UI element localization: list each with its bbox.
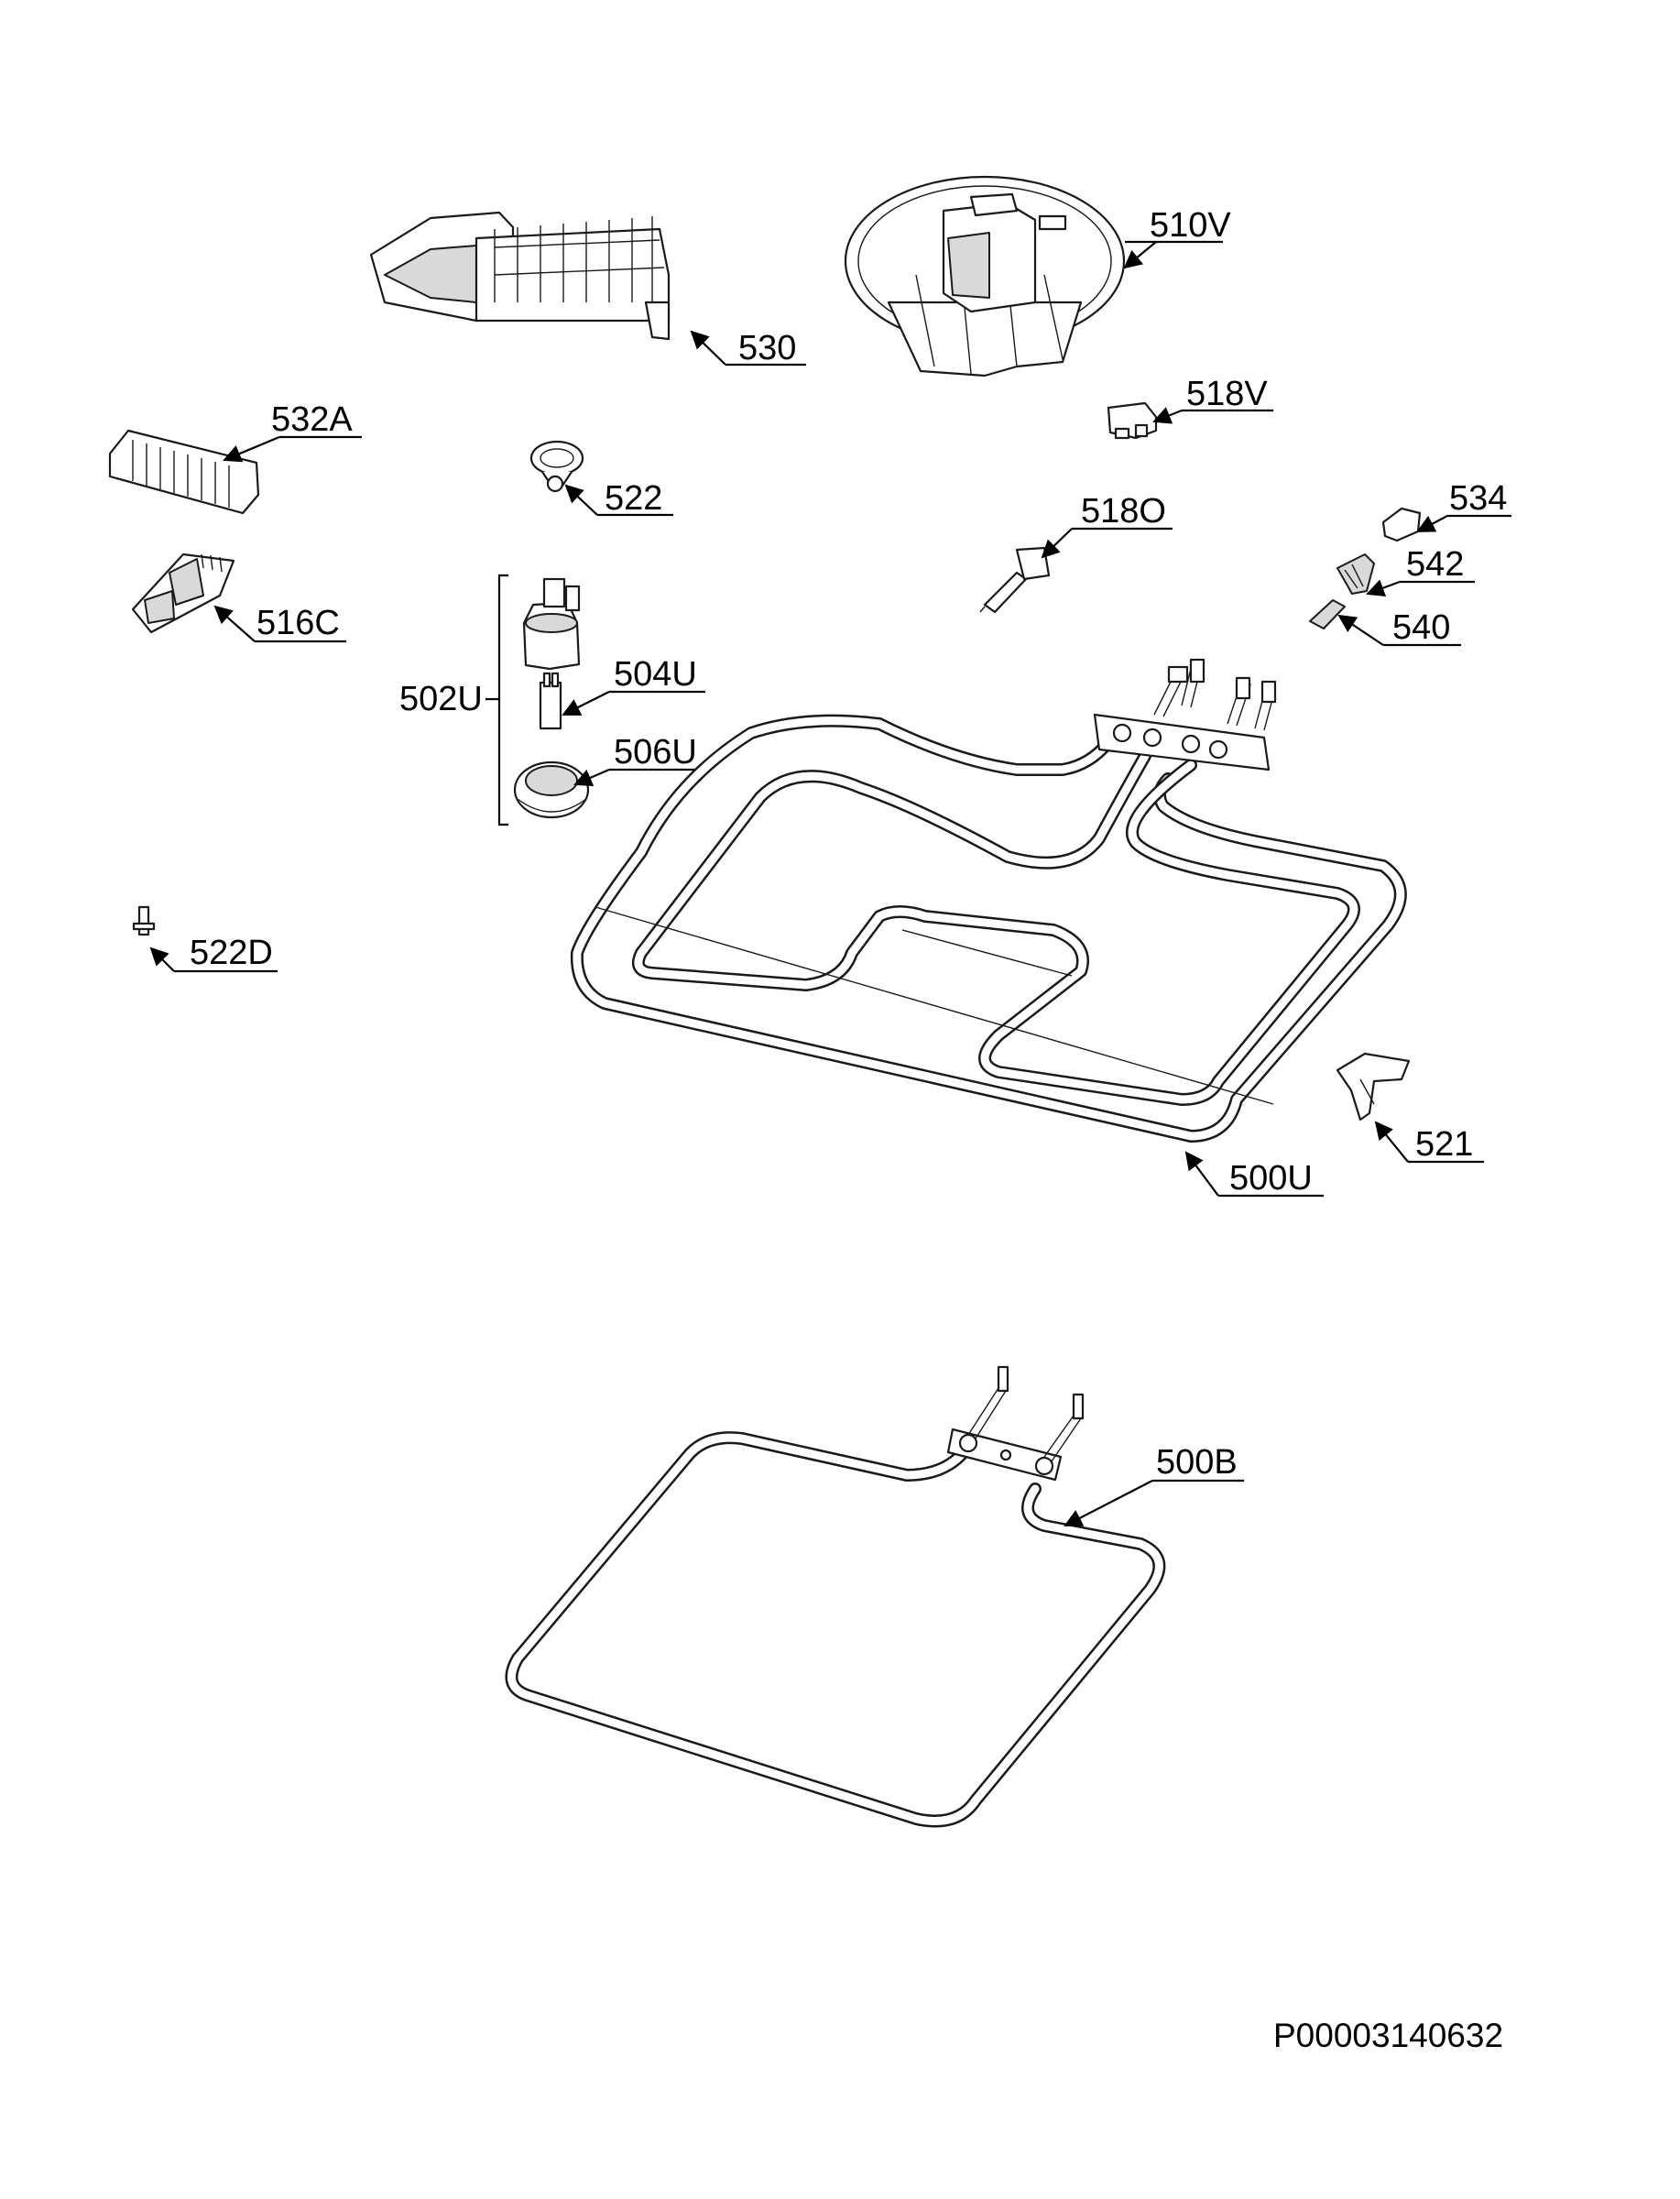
document-number: P00003140632	[1273, 2017, 1503, 2054]
leader-532A	[223, 435, 280, 463]
leader-506U	[573, 768, 610, 787]
part-522D-screw	[132, 905, 156, 936]
leader-522D	[149, 946, 175, 972]
leader-521	[1374, 1121, 1409, 1163]
part-534-lamp-bulb	[1381, 507, 1422, 542]
label-542: 542	[1406, 545, 1464, 584]
part-521-clip	[1336, 1052, 1411, 1121]
leader-542	[1366, 579, 1401, 597]
label-510V: 510V	[1150, 206, 1231, 245]
leader-540	[1337, 614, 1384, 646]
label-522D: 522D	[190, 934, 273, 972]
label-534: 534	[1449, 479, 1507, 518]
part-518O-sensor	[979, 546, 1051, 614]
label-530: 530	[738, 329, 796, 367]
part-510V-fan-motor	[844, 175, 1126, 377]
part-500U-grill-element	[570, 658, 1407, 1143]
part-540-lamp-glass	[1309, 599, 1346, 629]
leader-534	[1416, 515, 1448, 532]
label-521: 521	[1415, 1125, 1473, 1164]
label-518V: 518V	[1186, 375, 1268, 413]
label-500U: 500U	[1229, 1159, 1313, 1198]
part-516C-circuit-board	[131, 552, 235, 634]
leader-510V	[1123, 241, 1157, 269]
label-518O: 518O	[1081, 492, 1166, 531]
leader-518O	[1041, 528, 1073, 559]
label-506U: 506U	[614, 733, 697, 771]
label-540: 540	[1392, 608, 1450, 647]
label-532A: 532A	[271, 400, 353, 439]
label-502U: 502U	[399, 680, 483, 718]
part-500B-lower-element	[505, 1365, 1166, 1828]
label-504U: 504U	[614, 655, 697, 694]
leader-530	[690, 330, 726, 366]
leader-500U	[1184, 1151, 1219, 1197]
leader-516C	[213, 605, 256, 642]
part-522-clip	[529, 440, 584, 493]
part-530-terminal-block	[369, 211, 671, 341]
leader-504U	[562, 691, 610, 716]
bracket-502U	[485, 574, 508, 826]
part-518V-thermostat	[1107, 401, 1158, 440]
label-500B: 500B	[1156, 1443, 1238, 1482]
label-522: 522	[605, 479, 662, 518]
leader-518V	[1152, 407, 1183, 424]
part-542-lamp-cover	[1336, 553, 1375, 595]
part-506U-lamp-dome	[513, 760, 590, 819]
leader-500B	[1064, 1480, 1153, 1526]
part-532A-connector-strip	[108, 429, 260, 515]
label-516C: 516C	[256, 604, 340, 642]
part-504U-connector	[539, 672, 562, 730]
leader-522	[564, 484, 598, 516]
part-502U-lamp-holder	[522, 577, 581, 671]
